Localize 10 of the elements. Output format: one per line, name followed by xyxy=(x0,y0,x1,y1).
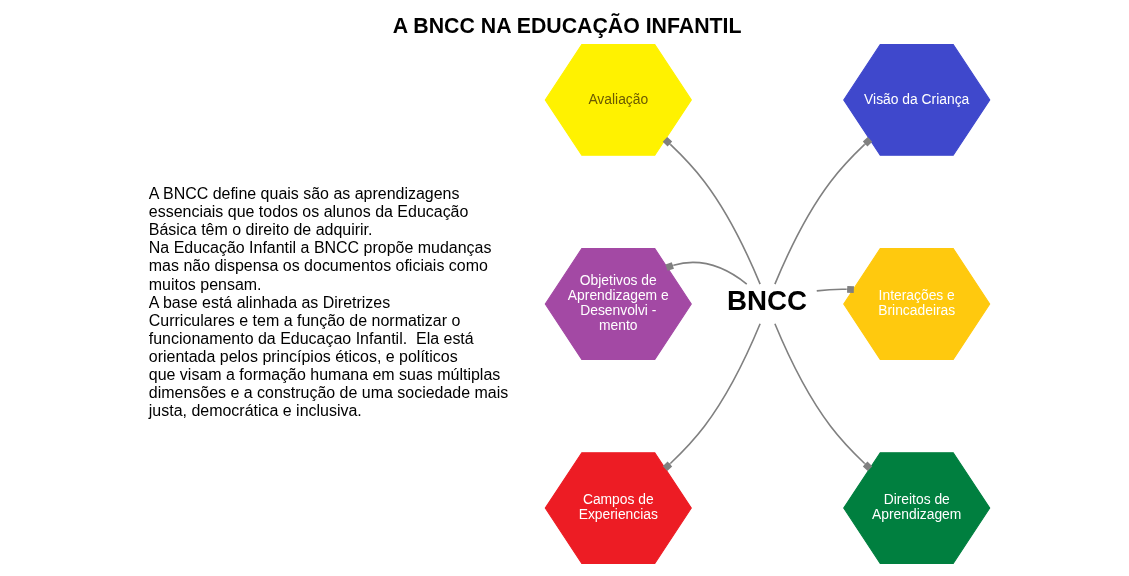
label: A BNCC define quais são as aprendizagens essenciais que todos os alunos da Educação Básica têm o direito de adquirir. xyxy=(148,185,468,239)
connector xyxy=(662,323,761,472)
connector xyxy=(662,136,761,285)
connector xyxy=(773,136,872,285)
node-text: BNCC xyxy=(726,284,807,316)
connector xyxy=(815,285,854,293)
connector xyxy=(773,323,872,472)
label: Na Educação Infantil a BNCC propõe mudanças mas não dispensa os documentos oficiais como muitos pensam. xyxy=(148,239,491,293)
diagram-title: A BNCC NA EDUCAÇÃO INFANTIL xyxy=(392,13,741,38)
label: A base está alinhada as Diretrizes Curriculares e tem a função de normatizar o funcionamento da Educaçao Infantil. Ela está orientada pelos princípios éticos, e políticos que visam a formação humana em suas múltiplas dimensões e a construção de uma sociedade mais justa, democrática e inclusiva. xyxy=(148,293,508,420)
